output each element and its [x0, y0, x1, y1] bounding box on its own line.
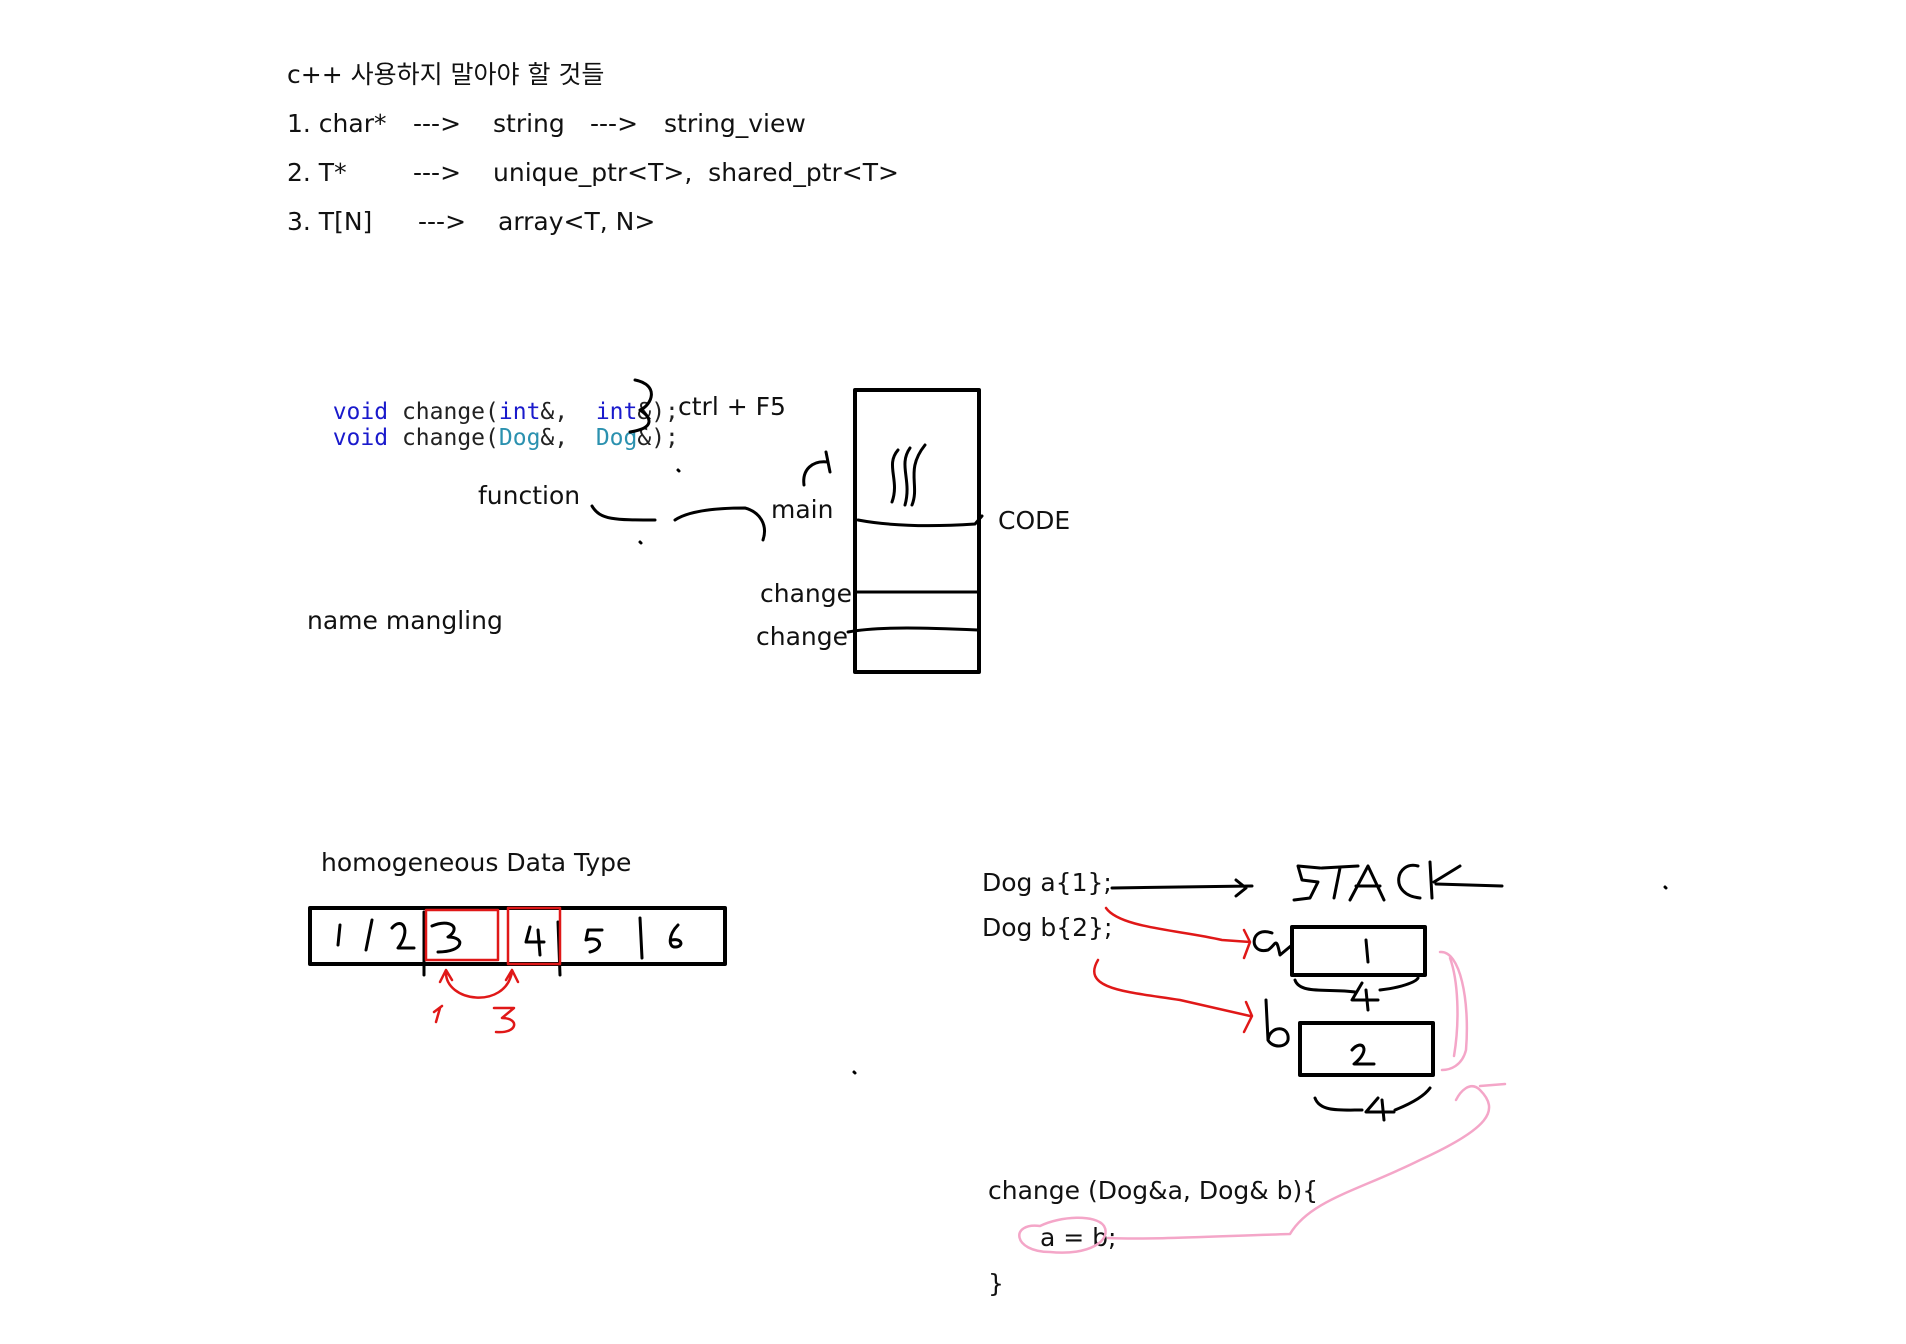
- code-line-2-amp: &,: [540, 425, 596, 451]
- assign-link: [1106, 1082, 1507, 1240]
- code-line-1-amp: &,: [540, 399, 596, 425]
- connector-dot: [638, 540, 643, 545]
- array-divider-1: [364, 918, 374, 952]
- code-brace: [628, 378, 653, 434]
- decl-to-stack-arrow: [1110, 878, 1254, 898]
- code-segment-label: CODE: [998, 506, 1071, 535]
- code-line-2-keyword: void: [332, 425, 389, 451]
- rule-1-target-2: string_view: [664, 109, 806, 138]
- stack-box-a: [1290, 925, 1427, 977]
- box-b-brace: [1313, 1086, 1432, 1112]
- rule-1-arrow-2: --->: [590, 109, 639, 138]
- memory-block: [853, 388, 981, 674]
- squiggle-3: [910, 443, 927, 507]
- memory-divider-1: [856, 514, 984, 528]
- rule-1-arrow: --->: [413, 109, 462, 138]
- code-line-2-fn: change(: [388, 425, 499, 451]
- notes-title: c++ 사용하지 말아야 할 것들: [287, 60, 605, 89]
- squiggle-1: [890, 448, 900, 504]
- stack-letter-k: [1428, 860, 1504, 900]
- stack-letter-s: [1292, 864, 1322, 902]
- squiggle-2: [903, 446, 912, 507]
- rule-3-target: array<T, N>: [498, 207, 656, 236]
- rule-1-target: string: [493, 109, 565, 138]
- main-label: main: [771, 495, 834, 524]
- change-signature: change (Dog&a, Dog& b){: [988, 1176, 1319, 1205]
- highlight-box-3: [424, 908, 500, 962]
- function-connector: [590, 504, 766, 542]
- array-digit-5: [584, 928, 604, 954]
- function-label: function: [478, 481, 581, 510]
- array-digit-4: [524, 925, 546, 957]
- array-digit-2: [390, 922, 416, 950]
- change-close: }: [988, 1269, 1004, 1298]
- rule-3-num: 3. T[N]: [287, 207, 373, 236]
- box-a-size-4: [1350, 981, 1380, 1012]
- assign-circle: [1018, 1216, 1107, 1254]
- annot-digit-3: [492, 1006, 516, 1034]
- decl-b: Dog b{2};: [982, 913, 1113, 942]
- array-digit-3: [430, 921, 462, 954]
- stray-dot-2: [1663, 885, 1668, 890]
- stack-letter-t: [1320, 864, 1360, 900]
- rule-2-arrow: --->: [413, 158, 462, 187]
- code-line-2: void change(Dog&, Dog&);: [305, 404, 679, 450]
- box-a-value: [1364, 938, 1370, 964]
- array-divider-4: [638, 916, 644, 960]
- var-a-letter: [1252, 930, 1294, 957]
- ptr-arrow-b: [1093, 958, 1254, 1034]
- shortcut-label: ctrl + F5: [678, 392, 786, 421]
- code-line-1-param-1: int: [498, 399, 541, 425]
- stray-dot-1: [852, 1070, 857, 1075]
- code-line-2-param-1: Dog: [498, 425, 541, 451]
- rule-2-num: 2. T*: [287, 158, 347, 187]
- code-line-1-fn: change(: [388, 399, 499, 425]
- ptr-arrow-a: [1104, 906, 1252, 960]
- array-title: homogeneous Data Type: [321, 848, 632, 877]
- swap-bracket: [1438, 950, 1469, 1072]
- change-label-1: change: [760, 579, 853, 608]
- decl-a: Dog a{1};: [982, 868, 1112, 897]
- box-b-value: [1350, 1043, 1376, 1066]
- var-b-letter: [1264, 998, 1290, 1048]
- array-digit-6: [668, 923, 683, 949]
- box-a-brace: [1293, 976, 1420, 994]
- code-line-2-end: &);: [637, 425, 679, 451]
- array-rect: [308, 906, 727, 966]
- rule-2-target: unique_ptr<T>, shared_ptr<T>: [493, 158, 899, 187]
- stray-dot-3: [676, 468, 681, 473]
- annot-digit-1: [432, 1004, 444, 1024]
- memory-divider-3: [846, 626, 980, 634]
- rule-3-arrow: --->: [418, 207, 467, 236]
- highlight-box-4: [506, 906, 562, 966]
- name-mangling-label: name mangling: [307, 606, 503, 635]
- box-b-size-4: [1364, 1096, 1396, 1122]
- code-line-1-param-2: int: [595, 399, 638, 425]
- code-line-1-keyword: void: [332, 399, 389, 425]
- stack-letter-c: [1397, 863, 1422, 900]
- code-line-1: void change(int&, int&);: [305, 378, 679, 424]
- code-line-2-param-2: Dog: [595, 425, 638, 451]
- stack-letter-a: [1348, 864, 1386, 902]
- stack-box-b: [1298, 1021, 1435, 1077]
- change-label-2: change: [756, 622, 849, 651]
- main-hook-arrow: [802, 450, 832, 487]
- array-mark-1: [336, 923, 342, 947]
- swap-arrow: [438, 968, 520, 999]
- rule-1-num: 1. char*: [287, 109, 387, 138]
